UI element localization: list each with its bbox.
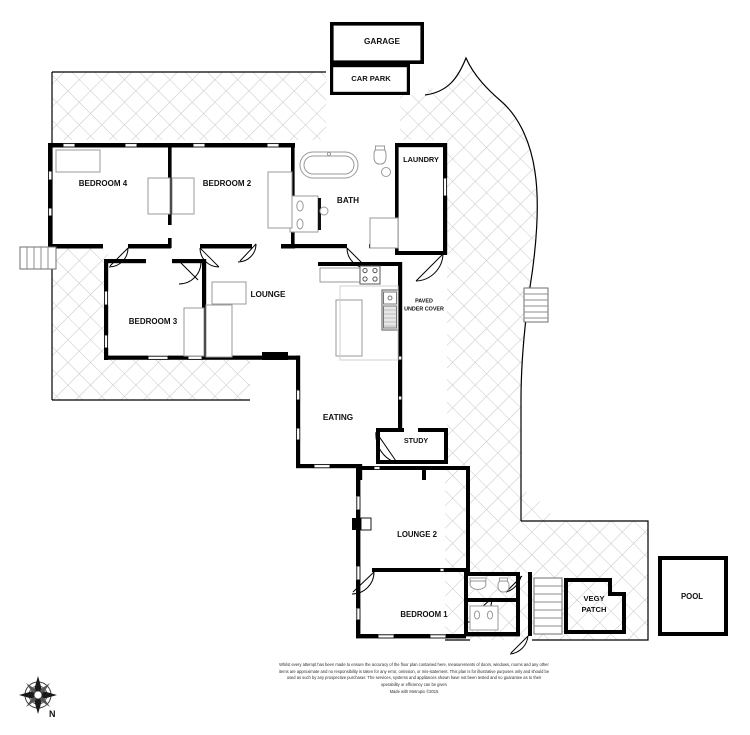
room-label-pool: POOL [681,592,703,601]
bathtub-fixture [299,151,359,179]
kitchen-bench [339,285,399,361]
room-label-vegy-line2: PATCH [581,605,606,614]
north-arrow-icon: N [19,676,57,719]
room-label-paved-line2: UNDER COVER [404,306,444,312]
wardrobe-bedroom4 [55,149,101,173]
room-label-bedroom-3: BEDROOM 3 [129,317,178,326]
room-label-car-park: CAR PARK [351,74,391,83]
ensuite-toilet-fixture [497,577,510,593]
room-labels: GARAGE CAR PARK BEDROOM 4 BEDROOM 2 BATH… [79,37,704,619]
room-label-paved-line1: PAVED [415,298,433,304]
room-label-study: STUDY [404,436,429,445]
lower-right-deck-hatching [445,470,648,640]
lounge-furniture-a [211,281,247,305]
shower-fixture [289,195,329,233]
disclaimer-block: Whilst every attempt has been made to en… [278,662,550,696]
room-label-lounge: LOUNGE [250,290,286,299]
cooktop-fixture [319,265,381,285]
room-label-bedroom-1: BEDROOM 1 [400,610,448,619]
room-label-lounge-2: LOUNGE 2 [397,530,438,539]
toilet-fixture-laundry [373,145,391,177]
car-park-walls [330,64,410,95]
room-label-bedroom-4: BEDROOM 4 [79,179,128,188]
fixtures [55,145,510,631]
room-label-bedroom-2: BEDROOM 2 [203,179,252,188]
room-label-eating: EATING [323,413,353,422]
robe-bedroom2 [171,177,195,215]
garage-walls [330,22,424,64]
robe-lounge-side [205,304,233,358]
room-label-laundry: LAUNDRY [403,155,439,164]
disclaimer-text: Whilst every attempt has been made to en… [278,662,550,687]
ensuite-basin-fixture [469,577,487,590]
steps-left [19,246,57,270]
steps-right-upper [523,287,549,323]
robe-bedroom3 [183,307,205,357]
room-label-garage: GARAGE [364,37,400,46]
steps-lower-right [533,577,563,635]
robe-bedroom4 [147,177,171,215]
north-letter: N [49,709,56,719]
wardrobe-bedroom2 [267,171,293,229]
ensuite-shower-fixture [469,605,499,631]
appliance-fixture [381,289,399,331]
room-label-vegy-line1: VEGY [583,594,604,603]
laundry-tub-fixture [369,217,399,249]
steps [19,246,563,635]
disclaimer-credit: Made with Metropix ©2015 [389,689,439,694]
room-label-bath: BATH [337,196,359,205]
